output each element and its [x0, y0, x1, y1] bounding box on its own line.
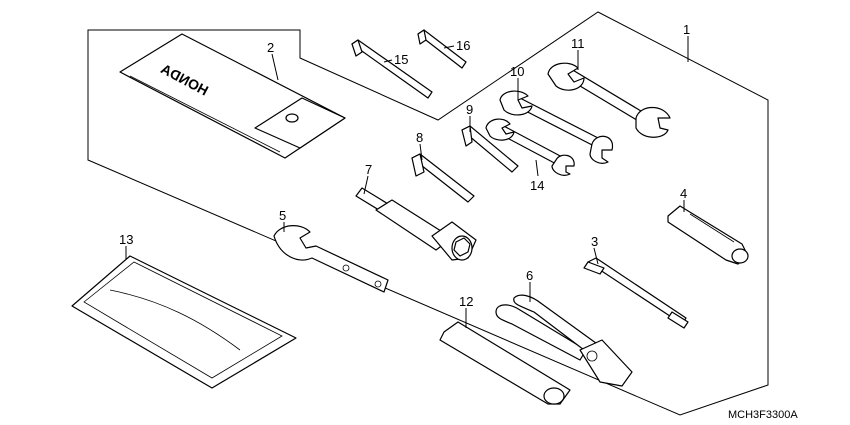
- spanner-5: [273, 225, 389, 293]
- screwdriver-3: [583, 257, 689, 329]
- callout-4: 4: [680, 186, 687, 201]
- plastic-pouch-13: [71, 255, 297, 389]
- handle-grip-12: [439, 321, 571, 405]
- callout-6: 6: [526, 268, 533, 283]
- callout-1: 1: [683, 22, 690, 37]
- callout-11: 11: [571, 36, 585, 51]
- wrench-11: [547, 62, 671, 138]
- callout-5: 5: [279, 208, 286, 223]
- callout-15: 15: [394, 52, 408, 67]
- tool-bag: HONDA: [119, 33, 346, 159]
- hex-key-15: [351, 39, 433, 99]
- hex-key-8: [411, 153, 475, 203]
- callout-16: 16: [456, 38, 470, 53]
- leader-lines: [125, 36, 689, 328]
- callout-3: 3: [591, 234, 598, 249]
- hex-key-16: [417, 29, 467, 69]
- pliers-6: [495, 294, 633, 387]
- callout-9: 9: [466, 102, 473, 117]
- callout-13: 13: [119, 232, 133, 247]
- wrench-14: [485, 118, 575, 176]
- screwdriver-handle-4: [667, 205, 749, 265]
- wrench-10: [499, 90, 614, 164]
- callout-7: 7: [365, 162, 372, 177]
- drawing-code: MCH3F3300A: [728, 409, 798, 421]
- callout-2: 2: [267, 40, 274, 55]
- callout-12: 12: [459, 294, 473, 309]
- callout-14: 14: [530, 178, 544, 193]
- callout-10: 10: [510, 64, 524, 79]
- callout-8: 8: [416, 130, 423, 145]
- socket-wrench-7: [355, 187, 477, 261]
